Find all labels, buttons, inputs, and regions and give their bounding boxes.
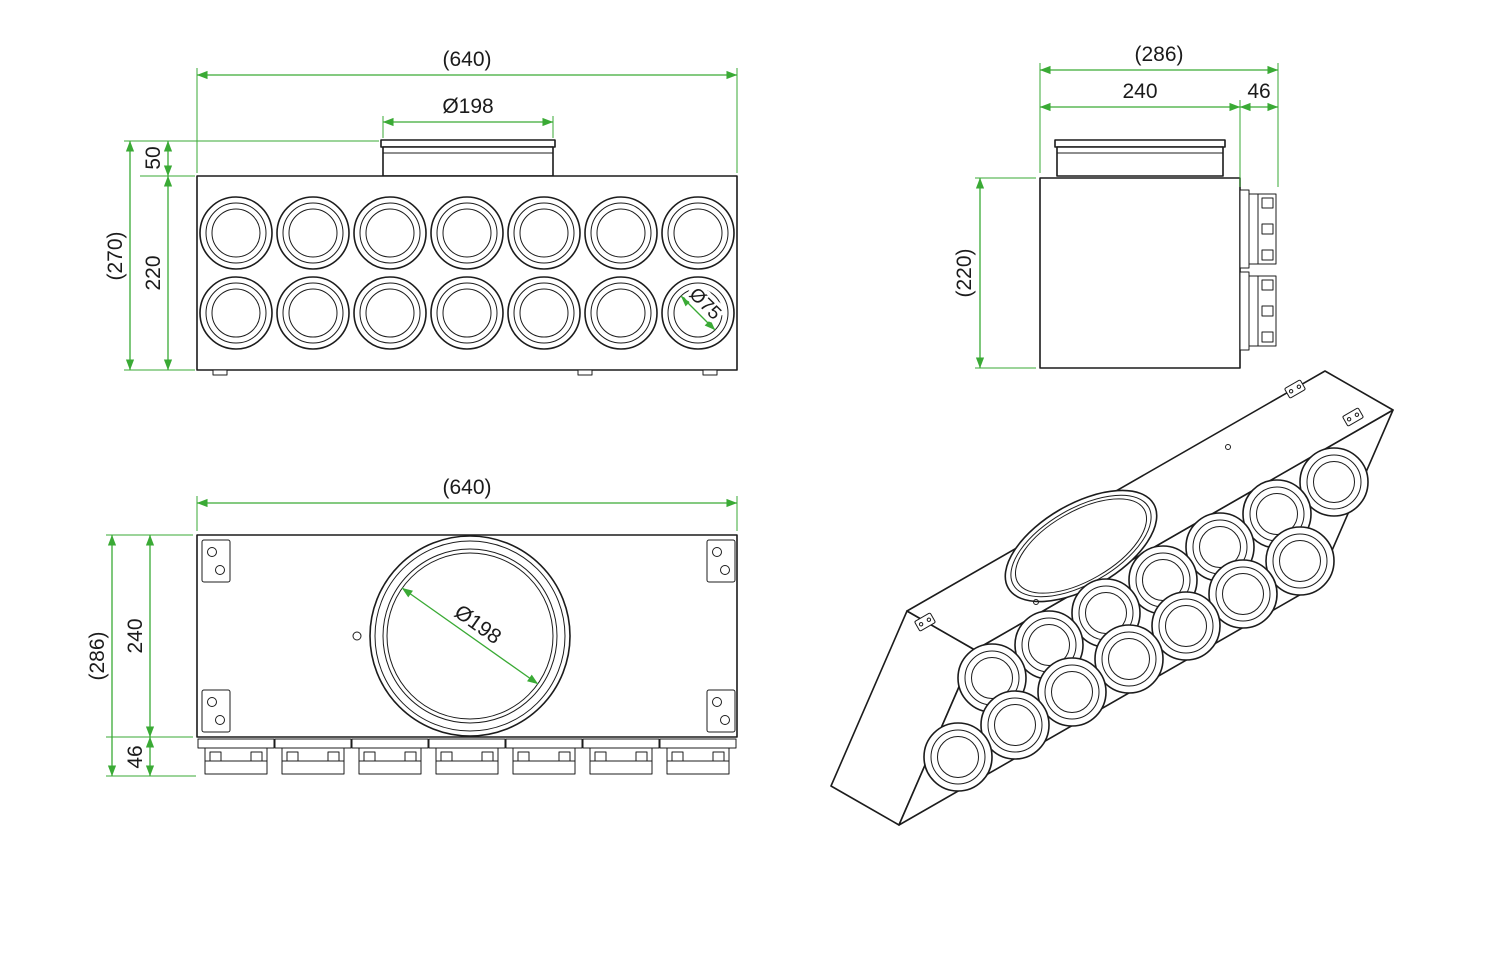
bottom-view: (640) (286) 240 46 Ø198 (86, 476, 738, 777)
side-dimensions: (286) 240 46 (220) (953, 43, 1279, 369)
foot (577, 369, 593, 376)
dim-front-body-height: 220 (142, 255, 165, 290)
foot (702, 369, 718, 376)
dim-bottom-overall-width: (640) (442, 476, 491, 499)
side-connector (1239, 189, 1277, 269)
side-body (1039, 139, 1277, 369)
side-view: (286) 240 46 (220) (953, 43, 1279, 369)
isometric-view (830, 370, 1394, 826)
bottom-spigot-rings (369, 535, 571, 737)
front-view: (640) Ø198 (270) 50 220 Ø75 (104, 48, 738, 376)
mounting-bracket (706, 689, 736, 733)
dim-bottom-overall-depth: (286) (86, 631, 109, 680)
dim-front-spigot-diameter: Ø198 (442, 95, 493, 118)
dim-side-body-depth: 240 (1122, 80, 1157, 103)
dim-front-overall-height: (270) (104, 231, 127, 280)
dim-bottom-connector-length: 46 (124, 745, 147, 768)
screw-hole (352, 631, 362, 641)
dim-side-overall-depth: (286) (1134, 43, 1183, 66)
mounting-bracket (201, 689, 231, 733)
mounting-bracket (201, 539, 231, 583)
screw-dot (1225, 444, 1231, 450)
side-connector (1239, 271, 1277, 351)
dim-front-spigot-height: 50 (142, 146, 165, 169)
dim-bottom-body-depth: 240 (124, 618, 147, 653)
dim-side-body-height: (220) (953, 248, 976, 297)
bottom-connectors (197, 738, 737, 775)
mounting-bracket (706, 539, 736, 583)
screw-dot (1033, 599, 1039, 605)
dim-front-overall-width: (640) (442, 48, 491, 71)
bottom-body (196, 534, 738, 775)
foot (212, 369, 228, 376)
dim-side-connector-length: 46 (1247, 80, 1270, 103)
